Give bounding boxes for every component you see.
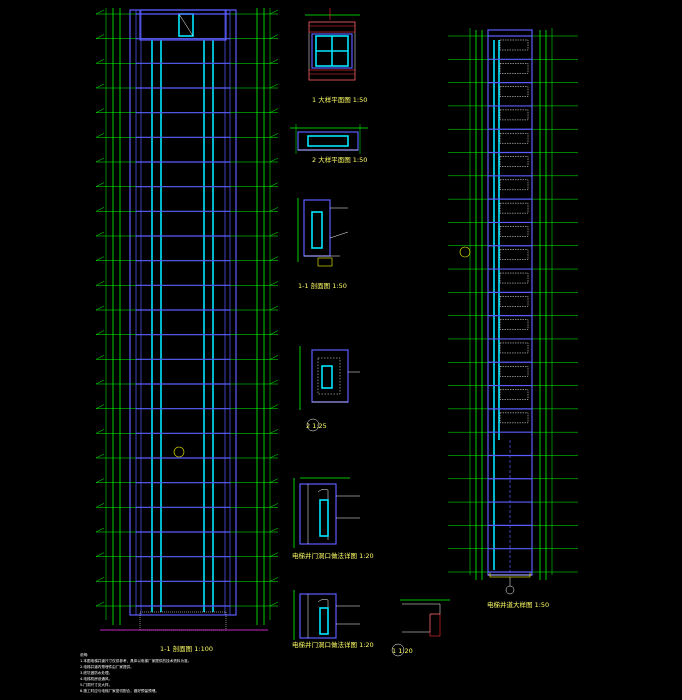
level-mark (95, 355, 105, 360)
note-line: 1.本图电梯井道尺寸仅供参考，具体以电梯厂家提供的技术资料为准。 (80, 658, 191, 663)
level-mark (269, 330, 279, 335)
level-mark (95, 182, 105, 187)
detail-2 (299, 346, 360, 432)
left-section-caption: 1-1 剖面图 1:100 (160, 644, 213, 653)
note-line: 5.门洞尺寸见大样。 (80, 682, 112, 687)
door-opening (499, 39, 529, 51)
door-opening (499, 319, 529, 330)
door-opening (499, 86, 529, 97)
level-mark (95, 577, 105, 582)
detail-caption-1: 1 大样平面图 1:50 (312, 95, 367, 104)
level-mark (269, 231, 279, 237)
level-mark (269, 429, 279, 434)
door-opening (499, 109, 529, 121)
door-opening (499, 63, 529, 74)
level-mark (95, 429, 105, 434)
level-mark (95, 330, 105, 335)
level-mark (269, 527, 279, 533)
level-mark (95, 108, 105, 113)
detail-caption-2: 2 大样平面图 1:50 (312, 155, 367, 164)
level-mark (95, 157, 105, 163)
level-mark (269, 157, 279, 163)
level-mark (269, 182, 279, 187)
detail-caption-4: 2 1:25 (306, 422, 327, 430)
note-line: 3.底坑做防水处理。 (80, 670, 112, 675)
door-opening (499, 272, 529, 284)
note-line: 说明: (80, 652, 88, 657)
level-mark (269, 83, 279, 89)
level-mark (269, 108, 279, 113)
general-notes: 说明: 1.本图电梯井道尺寸仅供参考，具体以电梯厂家提供的技术资料为准。 2.电… (80, 652, 191, 693)
detail-caption-5: 电梯井门洞口做法详图 1:20 (292, 551, 374, 560)
note-line: 2.电梯井道内预埋件由厂家提供。 (80, 664, 134, 669)
right-elevator-section (448, 28, 578, 595)
detail-caption-6: 电梯井门洞口做法详图 1:20 (292, 640, 374, 649)
door-opening (499, 296, 529, 307)
detail-door-opening-2 (293, 590, 360, 640)
level-mark (269, 256, 279, 261)
level-mark (95, 503, 105, 508)
door-opening (499, 366, 529, 377)
detail-caption-3: 1-1 剖面图 1:50 (298, 281, 347, 290)
level-mark (95, 478, 105, 483)
level-mark (269, 9, 279, 15)
detail-door-opening-1 (293, 477, 360, 548)
door-opening (499, 226, 529, 237)
level-mark (269, 59, 279, 64)
level-mark (95, 527, 105, 533)
level-mark (95, 305, 105, 311)
level-mark (269, 577, 279, 582)
level-mark (269, 601, 279, 607)
level-mark (95, 59, 105, 64)
level-mark (95, 453, 105, 459)
level-mark (269, 552, 279, 557)
door-opening (499, 342, 529, 354)
door-opening (499, 412, 529, 424)
level-mark (269, 34, 279, 39)
note-line: 4.电梯机房设通风。 (80, 676, 112, 681)
level-mark (95, 256, 105, 261)
level-mark (269, 404, 279, 409)
level-mark (95, 231, 105, 237)
level-mark (95, 552, 105, 557)
level-mark (269, 305, 279, 311)
level-mark (269, 133, 279, 138)
left-elevator-section (95, 8, 279, 631)
level-mark (95, 207, 105, 212)
level-mark (95, 133, 105, 138)
door-opening (499, 202, 529, 214)
detail-section-1-1 (297, 198, 349, 267)
level-mark (269, 453, 279, 459)
detail-1-wall (391, 599, 450, 657)
level-mark (269, 207, 279, 212)
level-mark (95, 9, 105, 15)
level-mark (95, 601, 105, 607)
right-section-caption: 电梯井道大样图 1:50 (487, 600, 549, 609)
door-opening (499, 156, 529, 167)
level-mark (269, 379, 279, 385)
level-mark (95, 34, 105, 39)
door-opening (499, 389, 529, 400)
note-line: 6.施工时应与电梯厂家密切配合，做好预留预埋。 (80, 688, 159, 693)
door-opening (499, 179, 529, 191)
door-opening (499, 249, 529, 260)
door-opening (499, 132, 529, 144)
detail-plan-2 (290, 124, 368, 154)
level-mark (269, 281, 279, 286)
detail-plan-1 (305, 8, 360, 81)
level-mark (269, 503, 279, 508)
level-mark (95, 379, 105, 385)
level-mark (95, 404, 105, 409)
detail-caption-7: 1 1:20 (392, 647, 413, 655)
level-mark (95, 281, 105, 286)
level-mark (269, 355, 279, 360)
level-mark (269, 478, 279, 483)
level-mark (95, 83, 105, 89)
